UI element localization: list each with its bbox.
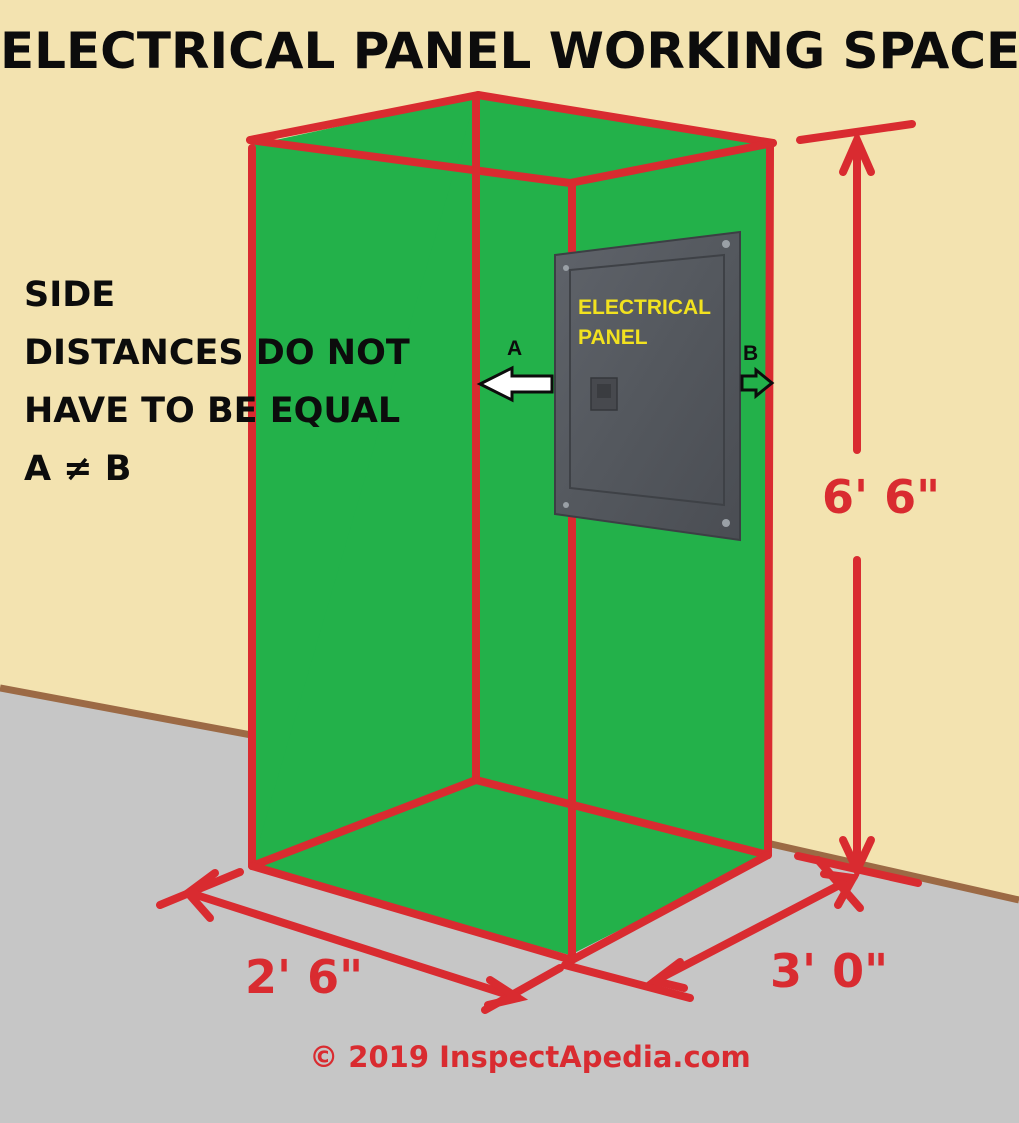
note-line-3: HAVE TO BE EQUAL — [24, 391, 401, 431]
depth-label: 3' 0" — [770, 944, 889, 998]
width-label: 2' 6" — [245, 950, 364, 1004]
electrical-panel — [554, 230, 741, 542]
note-line-2: DISTANCES DO NOT — [24, 333, 410, 373]
panel-label: ELECTRICAL PANEL — [578, 293, 711, 353]
note-line-1: SIDE — [24, 275, 116, 315]
side-b-label: B — [743, 342, 759, 365]
side-distances-note: SIDE DISTANCES DO NOT HAVE TO BE EQUAL A… — [24, 266, 410, 498]
page-title: ELECTRICAL PANEL WORKING SPACE — [0, 22, 1019, 80]
working-space-outline — [246, 91, 777, 964]
copyright-notice: © 2019 InspectApedia.com — [309, 1040, 751, 1074]
panel-label-line-1: ELECTRICAL — [578, 296, 711, 319]
side-a-arrow — [476, 365, 554, 403]
depth-dimension — [561, 856, 864, 1002]
side-a-label: A — [507, 337, 523, 360]
note-line-4: A ≠ B — [24, 449, 132, 489]
height-label: 6' 6" — [822, 470, 941, 524]
width-dimension — [156, 868, 564, 1014]
side-b-arrow — [740, 366, 775, 400]
panel-label-line-2: PANEL — [578, 326, 648, 349]
